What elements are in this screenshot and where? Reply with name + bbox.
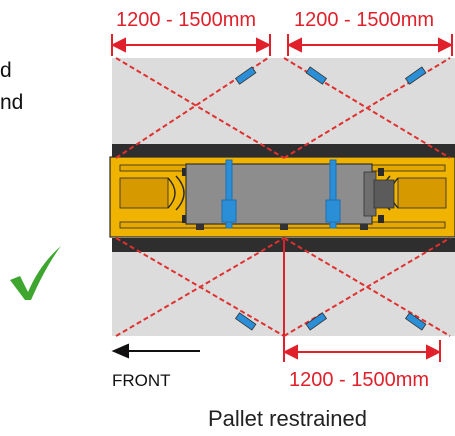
dimension-top-right: [286, 34, 454, 56]
pallet-load: [185, 163, 395, 230]
front-arrow-icon: [111, 343, 200, 359]
restraint-lines: [115, 57, 451, 337]
dimension-label-top-right: 1200 - 1500mm: [294, 9, 435, 31]
dimension-bottom-right: [282, 240, 442, 362]
dark-band-top: [112, 144, 455, 158]
ratchet-tensioners: [234, 66, 427, 331]
dimension-label-top-left: 1200 - 1500mm: [116, 9, 257, 31]
checkmark-icon: [10, 246, 61, 300]
pallet-straps: [221, 159, 341, 229]
side-text-line-2: nd: [0, 91, 24, 114]
dimension-label-bottom-right: 1200 - 1500mm: [289, 369, 430, 391]
deck-top: [112, 58, 455, 144]
dimension-top-left: [110, 34, 272, 56]
front-label: FRONT: [112, 371, 171, 390]
side-text-line-1: d: [0, 59, 12, 82]
caption: Pallet restrained: [208, 406, 367, 431]
